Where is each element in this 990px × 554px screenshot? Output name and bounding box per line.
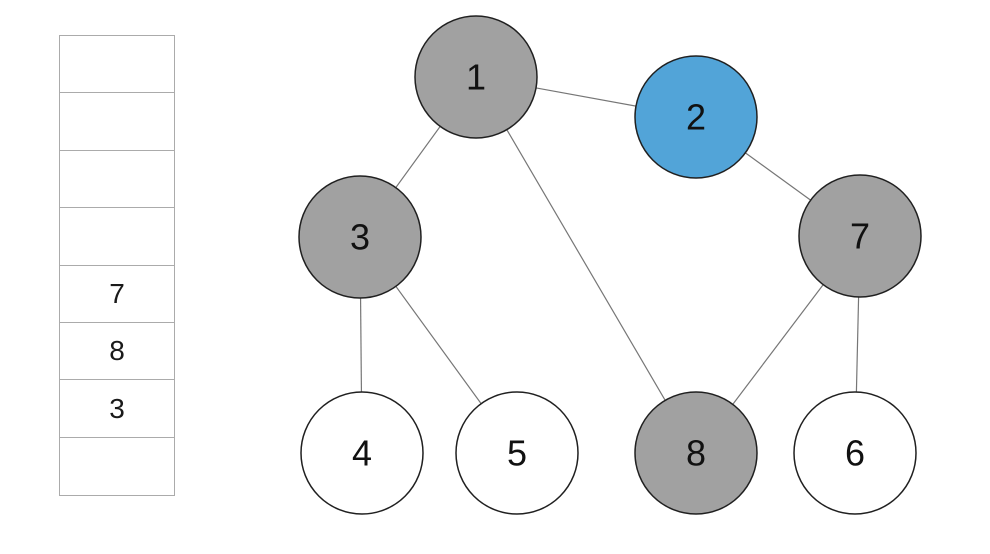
- graph-node-2[interactable]: 2: [634, 55, 758, 179]
- stack-cell-5: 8: [60, 323, 174, 381]
- graph-node-label-4: 4: [352, 433, 372, 474]
- graph-node-1[interactable]: 1: [414, 15, 538, 139]
- graph-node-label-8: 8: [686, 433, 706, 474]
- stack-cell-6: 3: [60, 380, 174, 438]
- graph-node-label-5: 5: [507, 433, 527, 474]
- stack-cell-2: [60, 151, 174, 209]
- stack-cell-1: [60, 93, 174, 151]
- graph-node-circle-1[interactable]: [414, 15, 538, 139]
- graph-node-circle-8[interactable]: [634, 391, 758, 515]
- graph-node-circle-7[interactable]: [798, 174, 922, 298]
- graph-node-label-1: 1: [466, 57, 486, 98]
- stack-cell-4: 7: [60, 266, 174, 323]
- graph-node-8[interactable]: 8: [634, 391, 758, 515]
- graph-node-circle-3[interactable]: [298, 175, 422, 299]
- graph-node-3[interactable]: 3: [298, 175, 422, 299]
- graph-node-4[interactable]: 4: [300, 391, 424, 515]
- stack-cell-0: [60, 36, 174, 94]
- graph-node-5[interactable]: 5: [455, 391, 579, 515]
- graph-node-6[interactable]: 6: [793, 391, 917, 515]
- graph-node-circle-2[interactable]: [634, 55, 758, 179]
- graph-edge-1-8: [475, 76, 697, 454]
- graph-node-circle-6[interactable]: [793, 391, 917, 515]
- graph-node-label-7: 7: [850, 216, 870, 257]
- graph-node-circle-5[interactable]: [455, 391, 579, 515]
- graph-node-7[interactable]: 7: [798, 174, 922, 298]
- graph-node-circle-4[interactable]: [300, 391, 424, 515]
- graph-node-label-6: 6: [845, 433, 865, 474]
- graph-node-label-2: 2: [686, 97, 706, 138]
- stack-cell-3: [60, 208, 174, 266]
- graph-node-label-3: 3: [350, 217, 370, 258]
